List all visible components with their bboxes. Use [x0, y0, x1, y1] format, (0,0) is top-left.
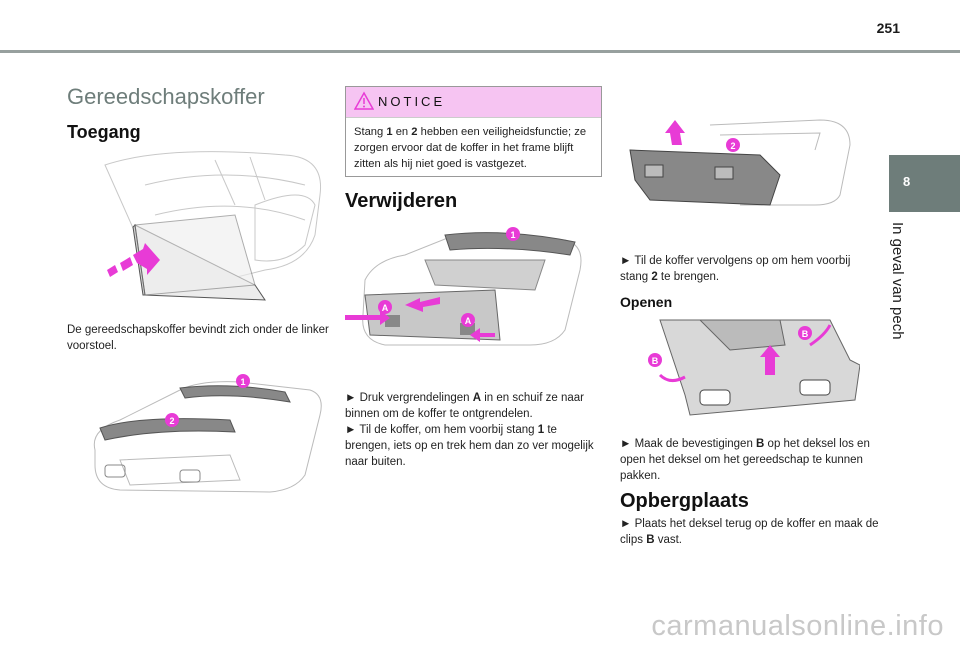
- toegang-text: De gereedschapskoffer bevindt zich onder…: [67, 324, 329, 352]
- marker-a-left: A: [382, 303, 389, 313]
- figure-unlock: 1 A A: [345, 227, 582, 346]
- chapter-title-vertical: In geval van pech: [888, 222, 910, 352]
- notice-text: Stang 1 en 2 hebben een veiligheidsfunct…: [354, 126, 587, 170]
- watermark: carmanualsonline.info: [651, 610, 944, 642]
- marker-2: 2: [169, 416, 174, 426]
- verwijderen-steps: ► Druk vergrendelingen A in en schuif ze…: [345, 390, 605, 470]
- marker-b-right: B: [802, 329, 809, 339]
- chapter-tab[interactable]: 8: [889, 155, 960, 212]
- header-rule: [0, 50, 960, 53]
- figure-lift-out: 2: [629, 119, 851, 206]
- step-unlock: ► Druk vergrendelingen A in en schuif ze…: [345, 392, 584, 420]
- marker-2: 2: [730, 141, 735, 151]
- page-title: Gereedschapskoffer: [67, 84, 265, 109]
- marker-1: 1: [240, 377, 245, 387]
- marker-a-right: A: [465, 316, 472, 326]
- notice-box: NOTICE Stang 1 en 2 hebben een veilighei…: [345, 86, 602, 177]
- page-number: 251: [876, 20, 900, 36]
- marker-1: 1: [510, 230, 515, 240]
- marker-b-left: B: [652, 356, 659, 366]
- heading-opbergplaats: Opbergplaats: [620, 490, 749, 512]
- figure-toolbox-rods: 1 2: [93, 374, 322, 493]
- heading-toegang: Toegang: [67, 122, 141, 142]
- chapter-title: In geval van pech: [889, 222, 906, 340]
- opbergplaats-step: ► Plaats het deksel terug op de koffer e…: [620, 518, 879, 546]
- chapter-number: 8: [903, 174, 911, 189]
- notice-label: NOTICE: [378, 94, 446, 109]
- openen-step: ► Maak de bevestigingen B op het deksel …: [620, 438, 870, 482]
- warning-triangle-icon: [354, 91, 374, 110]
- step-lift-past-rod-2: ► Til de koffer vervolgens op om hem voo…: [620, 255, 851, 283]
- heading-verwijderen: Verwijderen: [345, 190, 458, 212]
- step-lift: ► Til de koffer, om hem voorbij stang 1 …: [345, 424, 594, 468]
- figure-seat-access: [104, 151, 322, 301]
- figure-open-lid: B B: [648, 319, 860, 416]
- notice-header: NOTICE: [346, 87, 601, 118]
- heading-openen: Openen: [620, 294, 673, 310]
